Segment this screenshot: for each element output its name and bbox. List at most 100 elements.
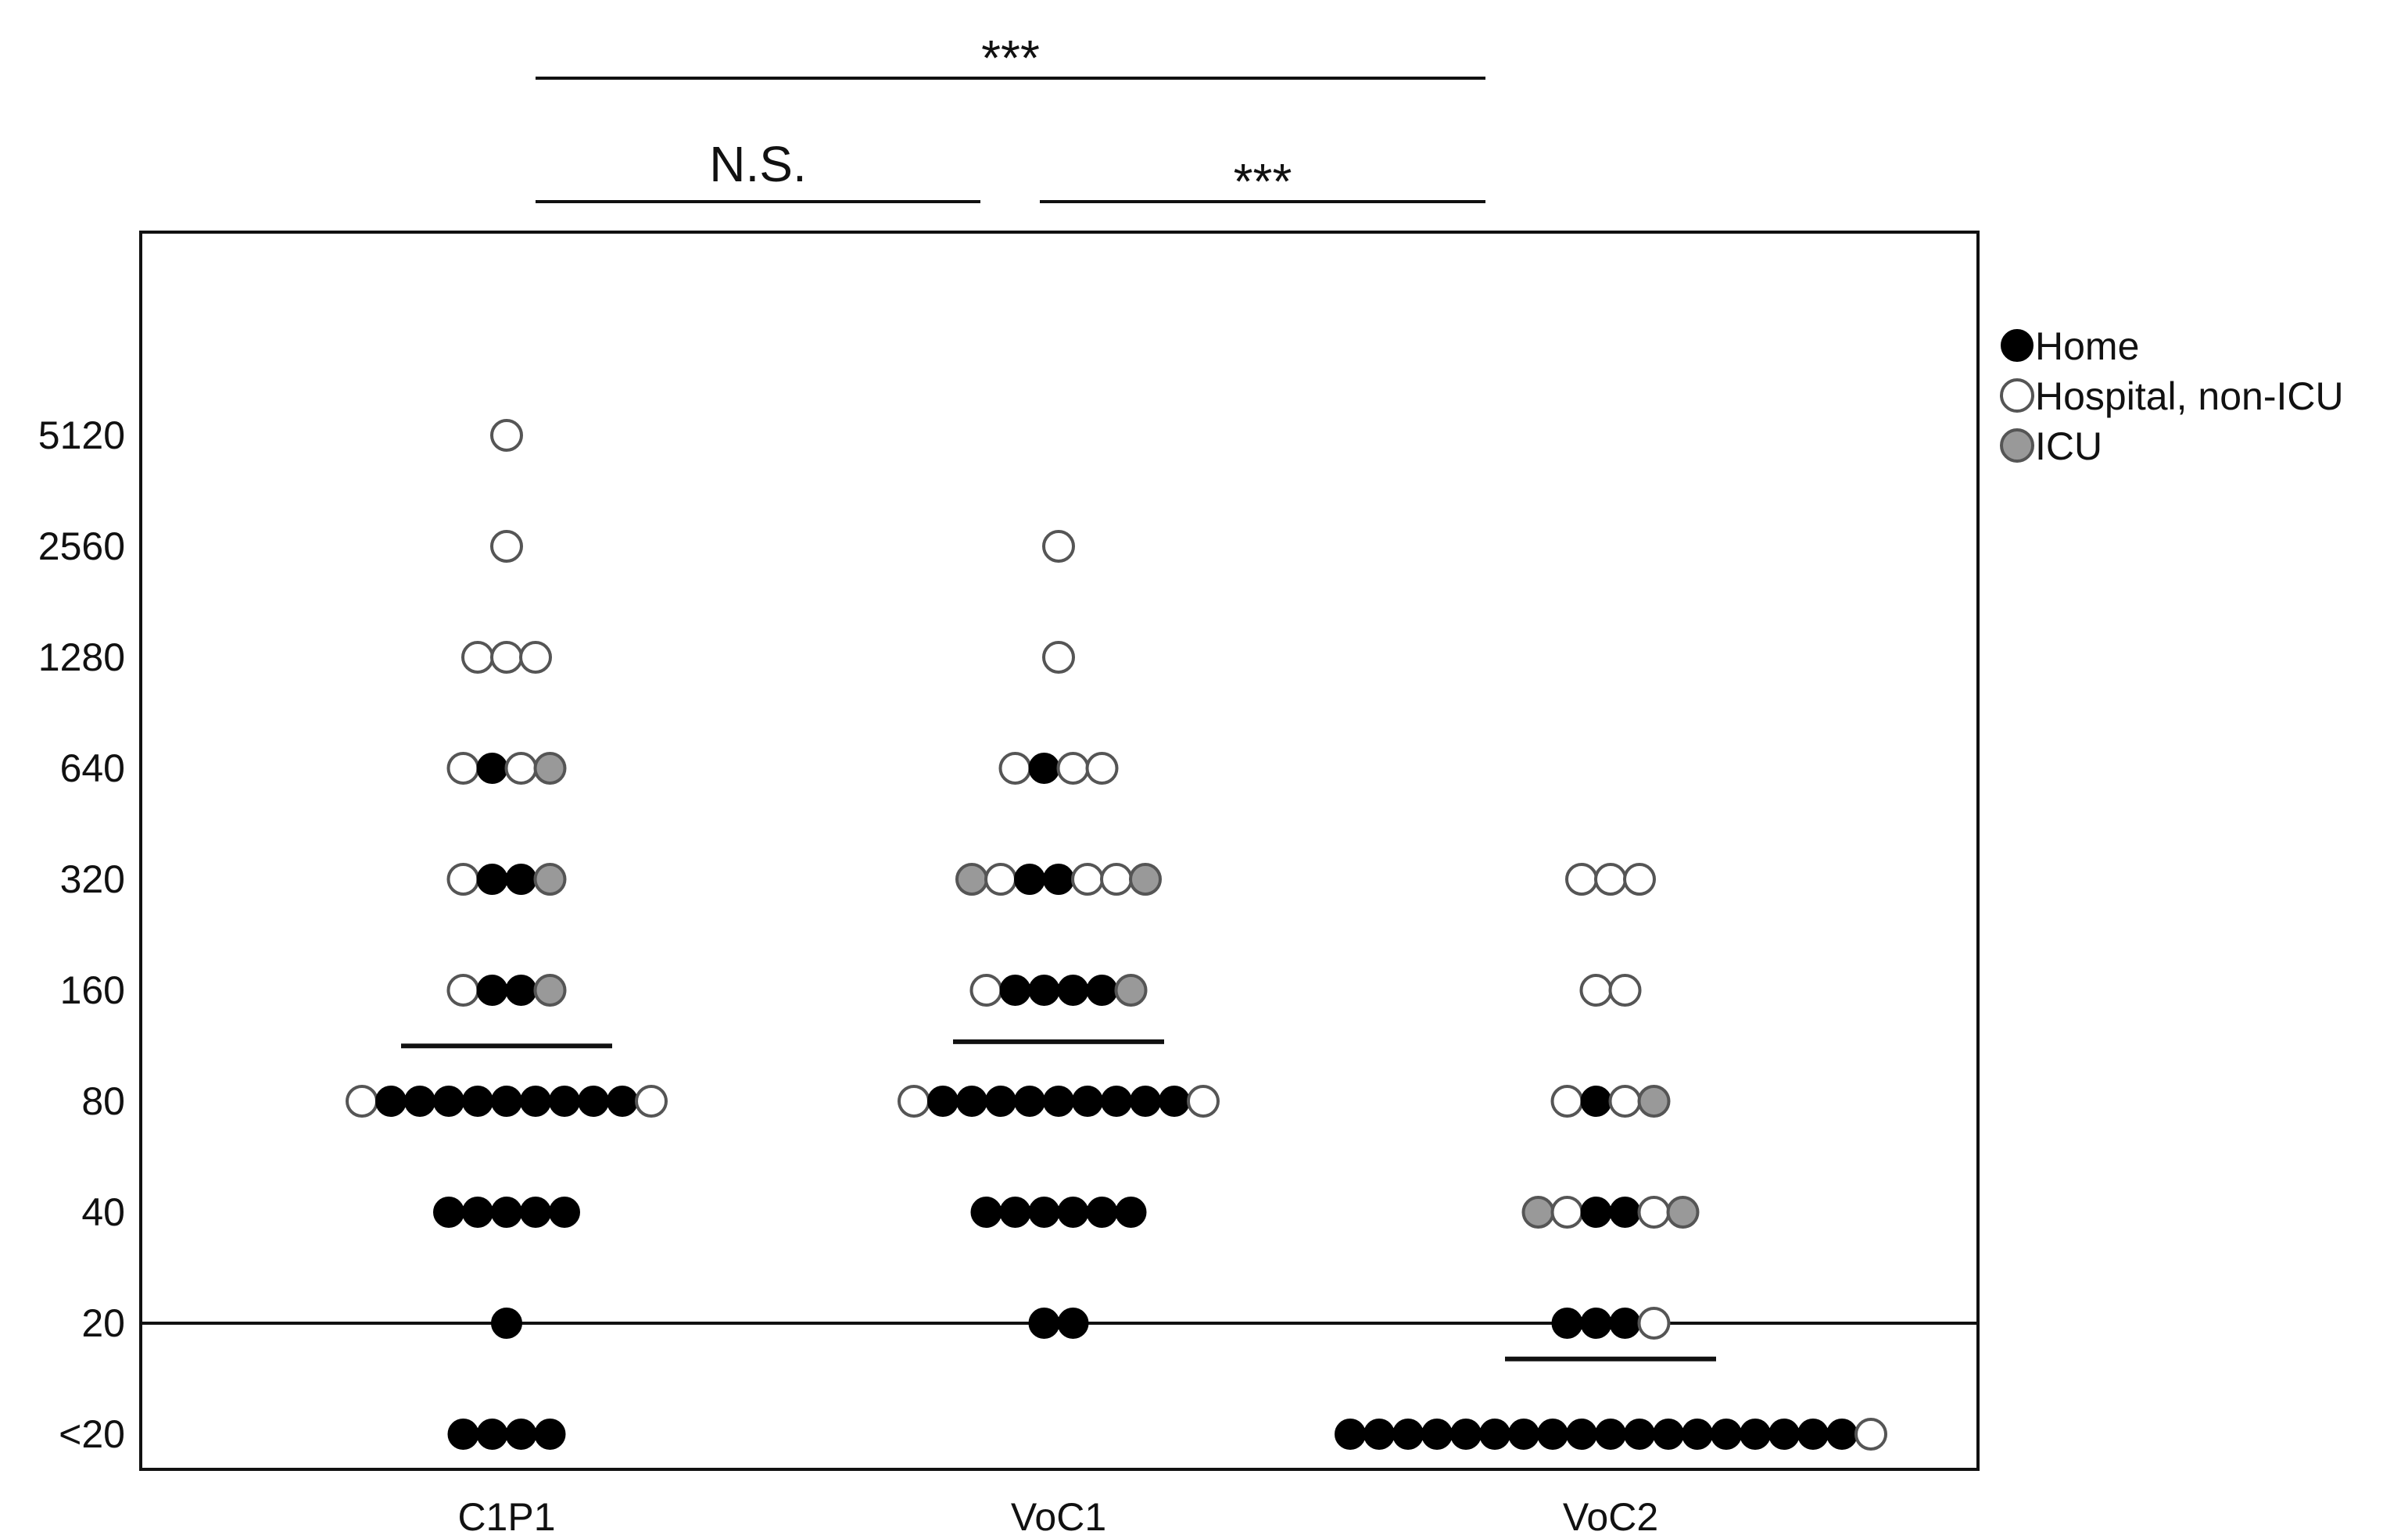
data-point-hospital — [1637, 1196, 1671, 1229]
data-point-home — [1057, 1197, 1089, 1228]
data-point-home — [505, 864, 537, 895]
y-tick-label: 5120 — [38, 413, 125, 457]
data-point-home — [505, 975, 537, 1006]
data-point-home — [520, 1086, 551, 1117]
data-point-home — [491, 1308, 522, 1339]
data-point-home — [578, 1086, 609, 1117]
data-point-hospital — [346, 1085, 378, 1118]
data-point-hospital — [1594, 863, 1627, 896]
data-point-hospital — [446, 974, 480, 1007]
data-point-home — [534, 1419, 566, 1450]
data-point-home — [1551, 1308, 1583, 1339]
significance-label: *** — [1234, 153, 1292, 209]
data-point-home — [1159, 1086, 1190, 1117]
data-point-icu — [1637, 1085, 1671, 1118]
data-point-home — [1609, 1197, 1641, 1228]
data-point-home — [1711, 1419, 1742, 1450]
data-point-icu — [1666, 1196, 1700, 1229]
significance-label: N.S. — [709, 136, 806, 192]
data-point-home — [1335, 1419, 1366, 1450]
data-point-hospital — [635, 1085, 668, 1118]
data-point-icu — [533, 974, 567, 1007]
data-point-hospital — [1637, 1307, 1671, 1340]
data-point-home — [607, 1086, 638, 1117]
data-point-hospital — [898, 1085, 930, 1118]
data-point-home — [1740, 1419, 1771, 1450]
data-point-icu — [1521, 1196, 1555, 1229]
data-point-home — [1479, 1419, 1510, 1450]
data-point-hospital — [984, 863, 1017, 896]
data-point-home — [1028, 975, 1060, 1006]
data-point-home — [1086, 1197, 1118, 1228]
data-point-home — [1653, 1419, 1684, 1450]
data-point-hospital — [1187, 1085, 1220, 1118]
data-point-home — [1028, 1197, 1060, 1228]
data-point-home — [1101, 1086, 1132, 1117]
data-point-home — [1028, 753, 1060, 784]
data-point-home — [956, 1086, 987, 1117]
data-point-hospital — [490, 419, 523, 452]
data-point-hospital — [1042, 641, 1075, 674]
data-point-hospital — [1608, 1085, 1642, 1118]
legend-label: Hospital, non-ICU — [2035, 374, 2344, 418]
data-point-hospital — [998, 752, 1032, 785]
data-point-home — [505, 1419, 537, 1450]
data-point-hospital — [1085, 752, 1119, 785]
data-point-home — [462, 1197, 493, 1228]
data-point-home — [1421, 1419, 1453, 1450]
data-point-home — [1130, 1086, 1161, 1117]
legend-marker-hospital — [2000, 378, 2034, 413]
data-point-home — [491, 1086, 522, 1117]
data-point-home — [433, 1197, 464, 1228]
data-point-home — [1392, 1419, 1424, 1450]
data-point-hospital — [490, 530, 523, 563]
x-tick-label: VoC2 — [1563, 1495, 1658, 1535]
data-point-home — [1450, 1419, 1482, 1450]
y-tick-label: <20 — [59, 1412, 125, 1456]
y-tick-label: 640 — [60, 746, 125, 790]
data-point-hospital — [1623, 863, 1656, 896]
data-point-home — [1624, 1419, 1655, 1450]
data-point-home — [1508, 1419, 1539, 1450]
data-point-icu — [1129, 863, 1162, 896]
legend-label: ICU — [2035, 424, 2102, 468]
data-point-home — [462, 1086, 493, 1117]
y-tick-label: 1280 — [38, 635, 125, 679]
data-point-home — [1014, 864, 1045, 895]
y-tick-label: 2560 — [38, 524, 125, 568]
data-point-home — [404, 1086, 435, 1117]
data-point-home — [1566, 1419, 1597, 1450]
data-point-home — [999, 975, 1031, 1006]
data-point-home — [1768, 1419, 1800, 1450]
x-tick-label: VoC1 — [1011, 1495, 1106, 1535]
data-point-hospital — [461, 641, 494, 674]
data-point-home — [999, 1197, 1031, 1228]
data-point-hospital — [1579, 974, 1613, 1007]
data-point-home — [1072, 1086, 1103, 1117]
legend-marker-icu — [2000, 428, 2034, 463]
data-point-home — [1609, 1308, 1641, 1339]
significance-label: *** — [981, 30, 1040, 86]
significance-brackets: *** N.S. *** — [536, 30, 1485, 209]
data-point-home — [970, 1197, 1002, 1228]
data-point-home — [1043, 864, 1074, 895]
data-point-hospital — [1550, 1085, 1584, 1118]
data-point-hospital — [446, 863, 480, 896]
data-point-hospital — [519, 641, 552, 674]
y-tick-label: 320 — [60, 857, 125, 901]
data-point-icu — [955, 863, 988, 896]
y-tick-label: 160 — [60, 968, 125, 1012]
median-lines — [401, 1039, 1716, 1361]
data-point-home — [1797, 1419, 1829, 1450]
data-points — [346, 419, 1887, 1451]
data-point-home — [433, 1086, 464, 1117]
data-point-home — [1595, 1419, 1626, 1450]
data-point-home — [375, 1086, 407, 1117]
data-point-home — [1028, 1308, 1060, 1339]
data-point-hospital — [1550, 1196, 1584, 1229]
data-point-hospital — [1071, 863, 1104, 896]
y-tick-label: 40 — [81, 1190, 125, 1234]
data-point-icu — [533, 863, 567, 896]
data-point-icu — [533, 752, 567, 785]
